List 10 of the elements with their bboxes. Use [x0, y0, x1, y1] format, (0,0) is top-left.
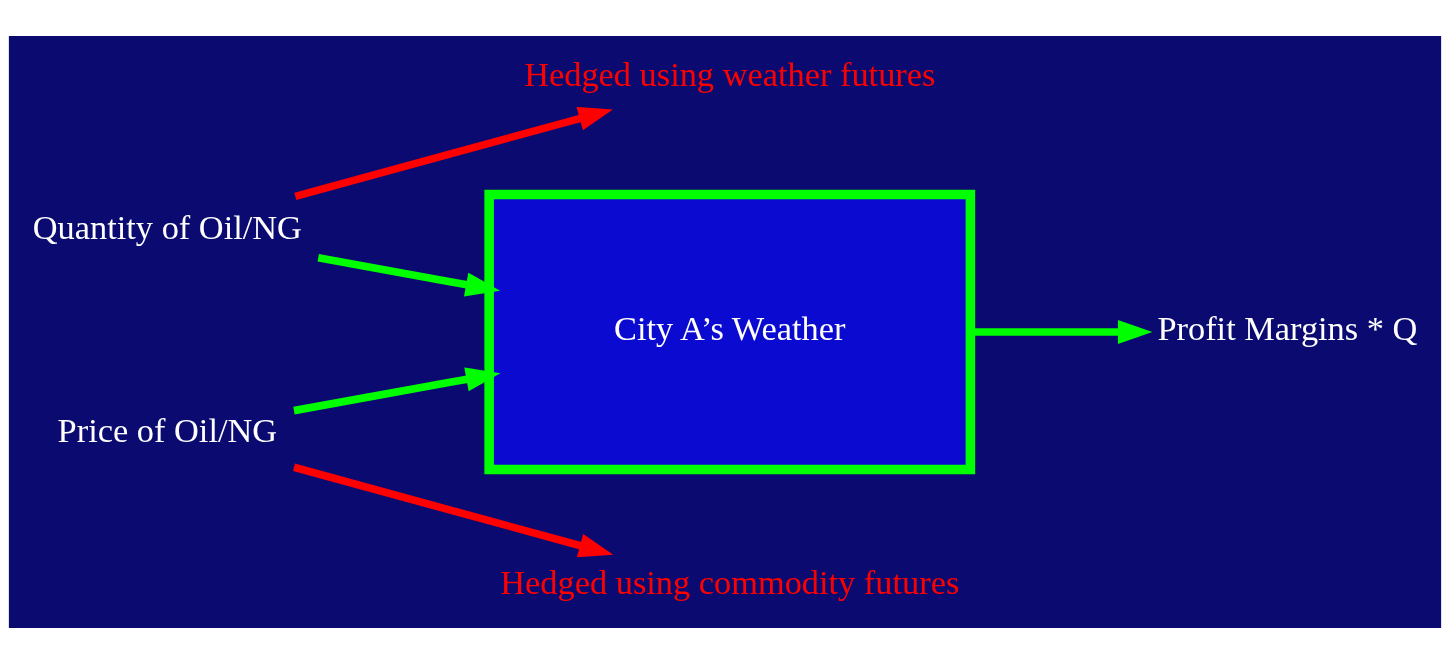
node-text: Hedged using weather futures [524, 55, 936, 94]
node-text: Profit Margins * Q [1157, 309, 1418, 348]
node-box: City A’s Weather [484, 189, 976, 475]
node-text: Hedged using commodity futures [500, 563, 960, 602]
arrow [317, 254, 501, 297]
arrow [292, 463, 614, 558]
node-text: Quantity of Oil/NG [32, 208, 302, 247]
arrow [293, 367, 501, 415]
arrow [294, 106, 613, 200]
node-text: Price of Oil/NG [57, 410, 278, 449]
